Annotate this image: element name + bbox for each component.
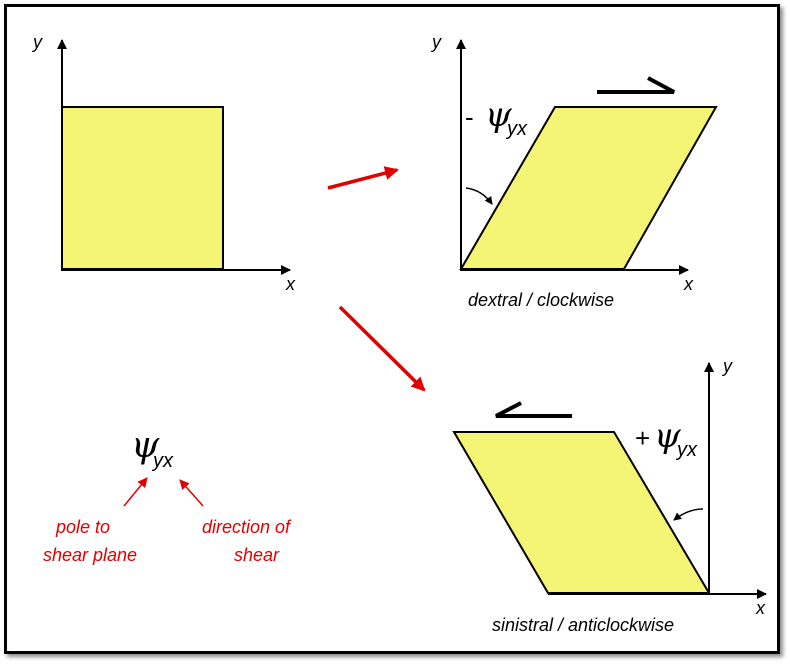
psi-symbol: ψ (654, 416, 681, 456)
psi-symbol: ψ (131, 425, 160, 466)
arrow-to-dextral (327, 166, 399, 190)
psi-subscript: yx (505, 118, 528, 140)
shear-sense-arrow-left (495, 401, 572, 418)
dextral-caption: dextral / clockwise (468, 290, 614, 310)
sinistral-angle-label: + ψ yx (635, 416, 698, 461)
dextral-panel: y x - ψ yx dextral / clockwise (430, 32, 718, 310)
plus-sign: + (635, 423, 650, 453)
sinistral-caption: sinistral / anticlockwise (492, 615, 674, 635)
pole-label-line1: pole to (55, 517, 110, 537)
angle-arc (465, 187, 493, 205)
undeformed-square (61, 106, 224, 270)
direction-pointer-arrow (179, 479, 204, 507)
direction-label-line1: direction of (202, 517, 292, 537)
undeformed-panel: y x (31, 32, 296, 294)
sinistral-panel: y x + ψ yx sinistral / anticlockwise (452, 356, 767, 635)
y-axis-label: y (721, 356, 733, 376)
pole-pointer-arrow (123, 477, 148, 507)
minus-sign: - (465, 102, 474, 132)
angle-arc (673, 508, 704, 521)
x-axis-label: x (285, 274, 296, 294)
y-axis-label: y (430, 32, 442, 52)
pole-label-line2: shear plane (43, 545, 137, 565)
psi-symbol: ψ (485, 95, 512, 135)
sinistral-parallelogram (452, 431, 711, 594)
psi-subscript: yx (151, 450, 174, 472)
direction-label-line2: shear (234, 545, 280, 565)
arrow-to-sinistral (338, 305, 426, 392)
y-axis-label: y (31, 32, 43, 52)
x-axis-label: x (683, 274, 694, 294)
shear-sense-arrow-right (597, 76, 675, 94)
dextral-angle-label: - ψ yx (465, 95, 528, 140)
x-axis-label: x (755, 598, 766, 618)
psi-subscript: yx (675, 439, 698, 461)
notation-legend: ψ yx pole to shear plane direction of sh… (43, 425, 292, 565)
